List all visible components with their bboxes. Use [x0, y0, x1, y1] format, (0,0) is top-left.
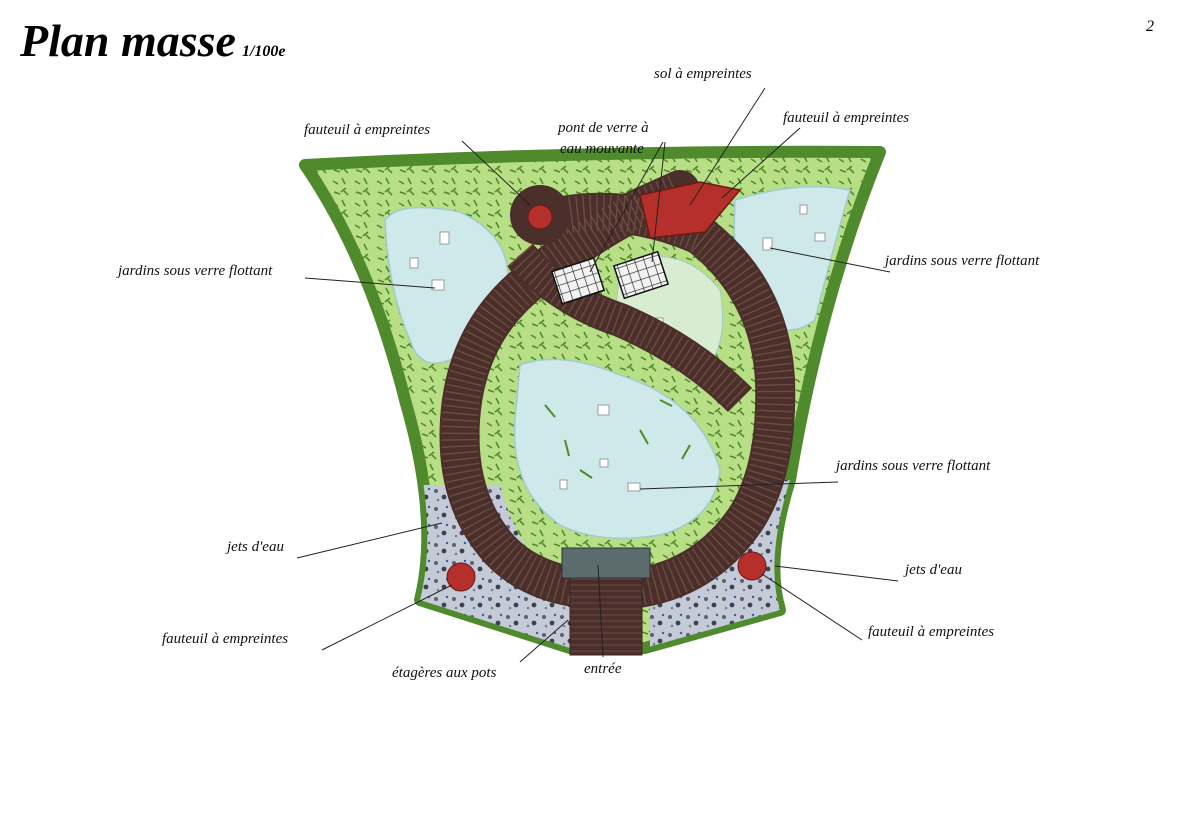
leader-lines [296, 87, 899, 663]
label-pont-line2: eau mouvante [560, 141, 644, 157]
scale-label: 1/100e [241, 43, 286, 60]
label-jardins-center: jardins sous verre flottant [834, 458, 991, 474]
label-etageres: étagères aux pots [392, 665, 497, 681]
seats [446, 185, 767, 592]
seat-top-left [527, 204, 553, 230]
label-jets-right: jets d'eau [903, 562, 962, 578]
glass-bridge-right [612, 250, 670, 300]
entry-walkway [569, 574, 643, 656]
entry-slab [561, 547, 651, 579]
seat-bottom-right [737, 551, 767, 581]
imprint-ground [639, 181, 742, 239]
page-number: 2 [1146, 18, 1154, 35]
page-title: Plan masse 1/100e [20, 14, 286, 67]
seat-bottom-left [446, 562, 476, 592]
label-sol-empreintes: sol à empreintes [654, 66, 752, 82]
label-fauteuil-bottom-right: fauteuil à empreintes [868, 624, 994, 640]
plan-labels: sol à empreintes fauteuil à empreintes p… [116, 66, 1040, 681]
label-fauteuil-top-left: fauteuil à empreintes [304, 122, 430, 138]
title-text: Plan masse [20, 15, 236, 66]
label-jardins-right: jardins sous verre flottant [883, 253, 1040, 269]
label-jardins-left: jardins sous verre flottant [116, 263, 273, 279]
label-fauteuil-top-right: fauteuil à empreintes [783, 110, 909, 126]
label-jets-left: jets d'eau [225, 539, 284, 555]
label-pont-line1: pont de verre à [557, 120, 649, 136]
label-entree: entrée [584, 661, 622, 677]
label-fauteuil-bottom-left: fauteuil à empreintes [162, 631, 288, 647]
boardwalk-path [439, 170, 796, 656]
